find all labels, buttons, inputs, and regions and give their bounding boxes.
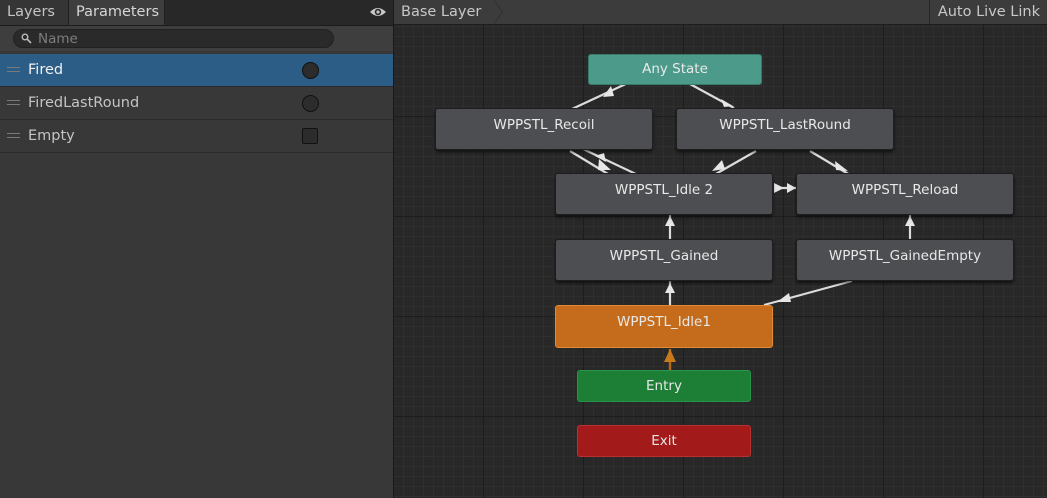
- transition-arrow: [905, 216, 915, 226]
- transition-layer: [569, 81, 915, 370]
- state-wppstl-reload[interactable]: WPPSTL_Reload: [796, 173, 1014, 215]
- bool-checkbox[interactable]: [302, 128, 318, 144]
- drag-handle-icon[interactable]: [7, 100, 20, 105]
- state-exit[interactable]: Exit: [577, 425, 751, 457]
- transition-recoil-to-idle2[interactable]: [569, 150, 609, 175]
- search-field[interactable]: [13, 29, 334, 48]
- panel-tab-bar: Layers Parameters: [0, 0, 393, 26]
- transition-arrow: [787, 183, 796, 193]
- transition-arrow-default: [664, 349, 676, 362]
- transition-arrow: [774, 183, 784, 193]
- tab-layers[interactable]: Layers: [0, 0, 69, 25]
- transition-lastround-to-reload[interactable]: [809, 150, 851, 176]
- parameter-row-firedlastround[interactable]: FiredLastRound: [0, 87, 393, 120]
- transition-recoil-to-anystate[interactable]: [571, 81, 631, 110]
- transition-arrow: [598, 159, 611, 170]
- parameters-panel: Layers Parameters + Fired Fired: [0, 0, 393, 498]
- state-entry[interactable]: Entry: [577, 370, 751, 402]
- trigger-radio[interactable]: [302, 62, 319, 79]
- transition-lastround-to-idle2[interactable]: [713, 150, 757, 176]
- tab-parameters[interactable]: Parameters: [69, 0, 165, 25]
- state-wppstl-recoil[interactable]: WPPSTL_Recoil: [435, 108, 653, 150]
- state-wppstl-lastround[interactable]: WPPSTL_LastRound: [676, 108, 894, 150]
- state-wppstl-gainedempty[interactable]: WPPSTL_GainedEmpty: [796, 239, 1014, 281]
- search-input[interactable]: [38, 30, 318, 47]
- parameter-row-fired[interactable]: Fired: [0, 54, 393, 87]
- transition-arrow: [721, 99, 733, 107]
- transition-arrow: [603, 86, 614, 97]
- transition-arrow: [665, 216, 675, 226]
- state-wppstl-idle1-default[interactable]: WPPSTL_Idle1: [555, 305, 773, 348]
- transition-arrow: [777, 293, 791, 302]
- trigger-radio[interactable]: [302, 95, 319, 112]
- auto-live-link-button[interactable]: Auto Live Link: [928, 0, 1047, 24]
- state-wppstl-idle-2[interactable]: WPPSTL_Idle 2: [555, 173, 773, 215]
- breadcrumb-separator-fill: [493, 0, 502, 24]
- parameter-list: Fired FiredLastRound Empty: [0, 54, 393, 153]
- drag-handle-icon[interactable]: [7, 133, 20, 138]
- state-any-state[interactable]: Any State: [588, 54, 762, 85]
- transition-arrow: [665, 283, 675, 293]
- parameter-row-empty[interactable]: Empty: [0, 120, 393, 153]
- state-wppstl-gained[interactable]: WPPSTL_Gained: [555, 239, 773, 281]
- parameter-name: Fired: [28, 62, 64, 78]
- breadcrumb: Base Layer Auto Live Link: [394, 0, 1047, 25]
- search-icon: [21, 33, 32, 44]
- panel-splitter[interactable]: [393, 0, 394, 498]
- transition-arrow: [835, 161, 848, 171]
- parameter-name: FiredLastRound: [28, 95, 140, 111]
- breadcrumb-base-layer[interactable]: Base Layer: [394, 0, 496, 24]
- parameter-name: Empty: [28, 128, 75, 144]
- transition-idle2-to-recoil[interactable]: [582, 148, 639, 176]
- eye-icon[interactable]: [369, 6, 387, 18]
- transition-idle1-to-gainedempty[interactable]: [763, 279, 853, 307]
- transition-arrow: [712, 160, 725, 171]
- transition-arrow: [595, 153, 606, 162]
- drag-handle-icon[interactable]: [7, 67, 20, 72]
- search-row: +: [0, 26, 393, 75]
